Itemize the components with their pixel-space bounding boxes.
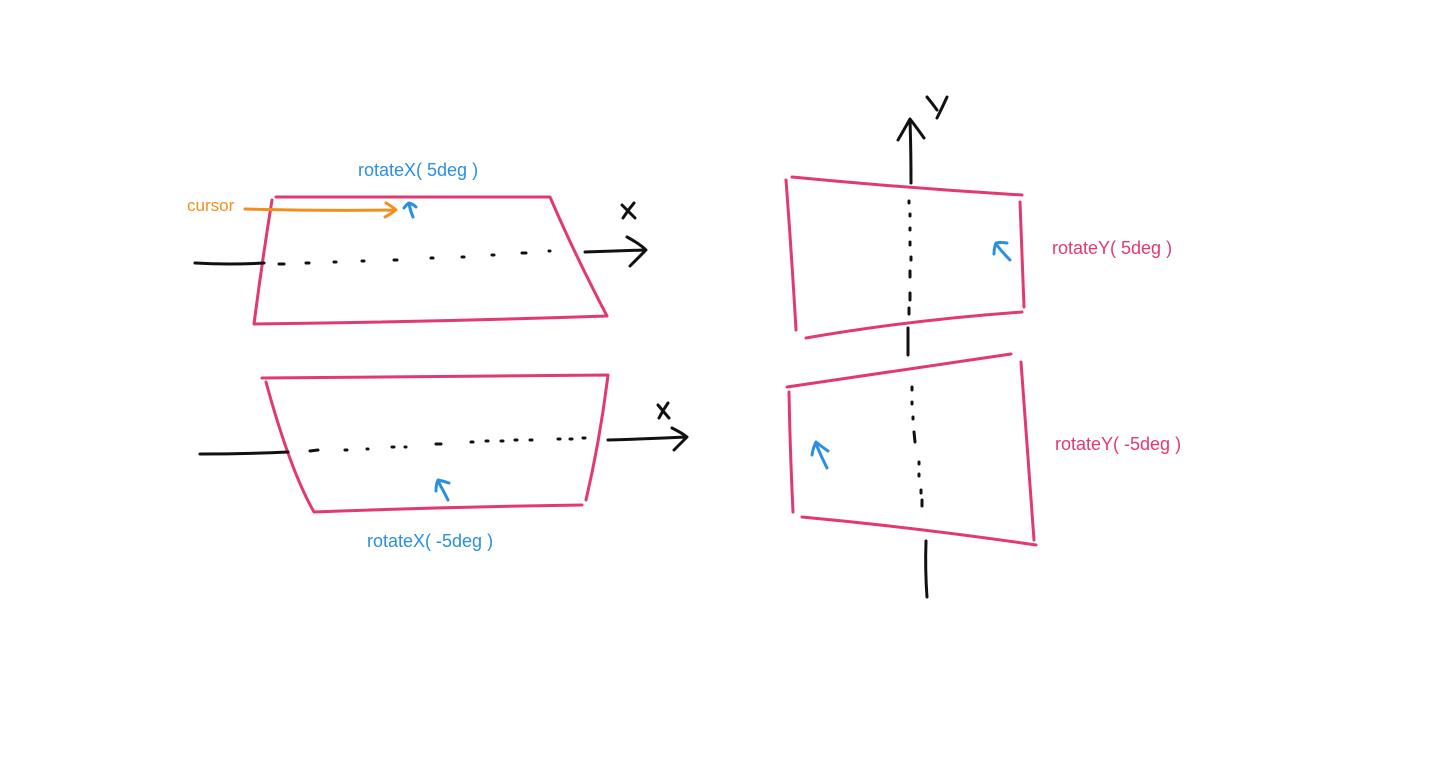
y-axis-bottom-segment bbox=[924, 539, 929, 599]
y-axis-top bbox=[896, 117, 926, 185]
y-axis-dotted-top bbox=[907, 199, 913, 316]
x-axis-bottom-glyph bbox=[656, 401, 671, 420]
rotation-arrow-y-neg bbox=[810, 440, 830, 470]
label-rotatey-pos: rotateY( 5deg ) bbox=[1052, 238, 1173, 258]
label-rotatex-neg: rotateX( -5deg ) bbox=[367, 531, 494, 551]
rotation-arrow-y-pos bbox=[992, 241, 1012, 262]
x-axis-top-arrow bbox=[583, 235, 648, 268]
x-axis-top-glyph bbox=[620, 201, 637, 220]
x-axis-top-left-segment bbox=[193, 261, 266, 266]
x-axis-bottom-dotted bbox=[308, 436, 587, 453]
cursor-arrow bbox=[243, 201, 398, 219]
y-axis-glyph bbox=[925, 95, 949, 120]
rotation-arrow-x-pos bbox=[402, 201, 418, 219]
x-axis-bottom-arrow bbox=[606, 426, 689, 452]
y-axis-dotted-bottom bbox=[910, 385, 924, 508]
label-cursor: cursor bbox=[187, 196, 235, 215]
label-rotatex-pos: rotateX( 5deg ) bbox=[358, 160, 479, 180]
rotation-arrow-x-neg bbox=[434, 478, 451, 502]
panel-rotatey-pos bbox=[784, 175, 1026, 340]
x-axis-top-dotted bbox=[277, 249, 552, 266]
panel-rotatex-neg bbox=[260, 373, 610, 514]
panel-rotatey-neg bbox=[785, 352, 1038, 547]
label-rotatey-neg: rotateY( -5deg ) bbox=[1055, 434, 1182, 454]
x-axis-bottom-left-segment bbox=[198, 450, 290, 456]
panel-rotatex-pos bbox=[252, 195, 609, 326]
